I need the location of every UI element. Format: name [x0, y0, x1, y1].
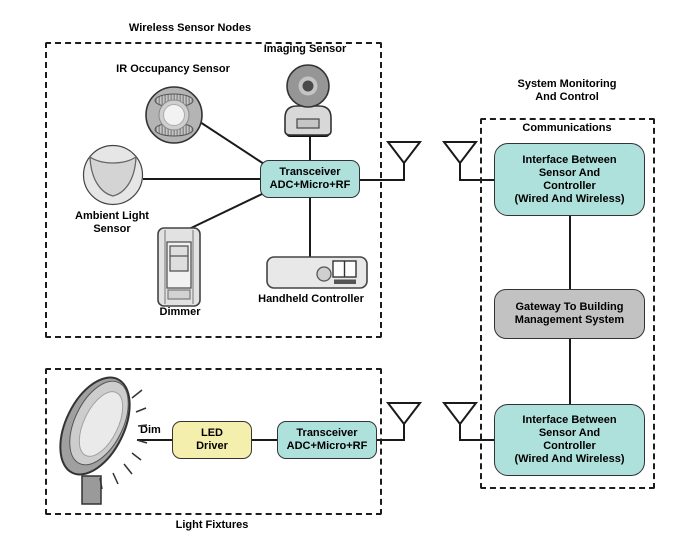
dimmer-label: Dimmer	[159, 306, 201, 318]
antenna-icon	[441, 402, 479, 426]
fixture-transceiver-box: Transceiver ADC+Micro+RF	[277, 421, 377, 459]
gateway-box: Gateway To Building Management System	[494, 289, 645, 339]
ambient-light-sensor-icon	[82, 144, 144, 211]
antenna-icon	[385, 141, 423, 165]
dimmer-switch-icon	[156, 226, 202, 313]
antenna-icon	[441, 141, 479, 165]
light-fixtures-group-box	[45, 368, 382, 515]
interface-top-box: Interface Between Sensor And Controller …	[494, 143, 645, 216]
system-monitoring-label: System Monitoring And Control	[517, 78, 617, 103]
communications-title: Communications	[522, 122, 612, 134]
dim-signal-label: Dim	[140, 424, 161, 436]
remote-control-icon	[265, 255, 369, 296]
interface-bottom-box: Interface Between Sensor And Controller …	[494, 404, 645, 476]
imaging-sensor-label: Imaging Sensor	[263, 43, 347, 55]
street-light-icon	[48, 368, 163, 513]
light-fixtures-title: Light Fixtures	[175, 519, 249, 531]
ambient-light-sensor-label: Ambient Light Sensor	[75, 210, 149, 235]
led-driver-box: LED Driver	[172, 421, 252, 459]
wireless-sensor-nodes-title: Wireless Sensor Nodes	[128, 22, 252, 34]
communications-group-box	[480, 118, 655, 489]
wireless-sensor-nodes-group-box	[45, 42, 382, 338]
sensor-transceiver-box: Transceiver ADC+Micro+RF	[260, 160, 360, 198]
handheld-controller-label: Handheld Controller	[258, 293, 364, 305]
camera-icon	[282, 62, 334, 147]
ir-occupancy-sensor-icon	[144, 85, 204, 150]
ir-occupancy-sensor-label: IR Occupancy Sensor	[116, 63, 230, 75]
antenna-icon	[385, 402, 423, 426]
